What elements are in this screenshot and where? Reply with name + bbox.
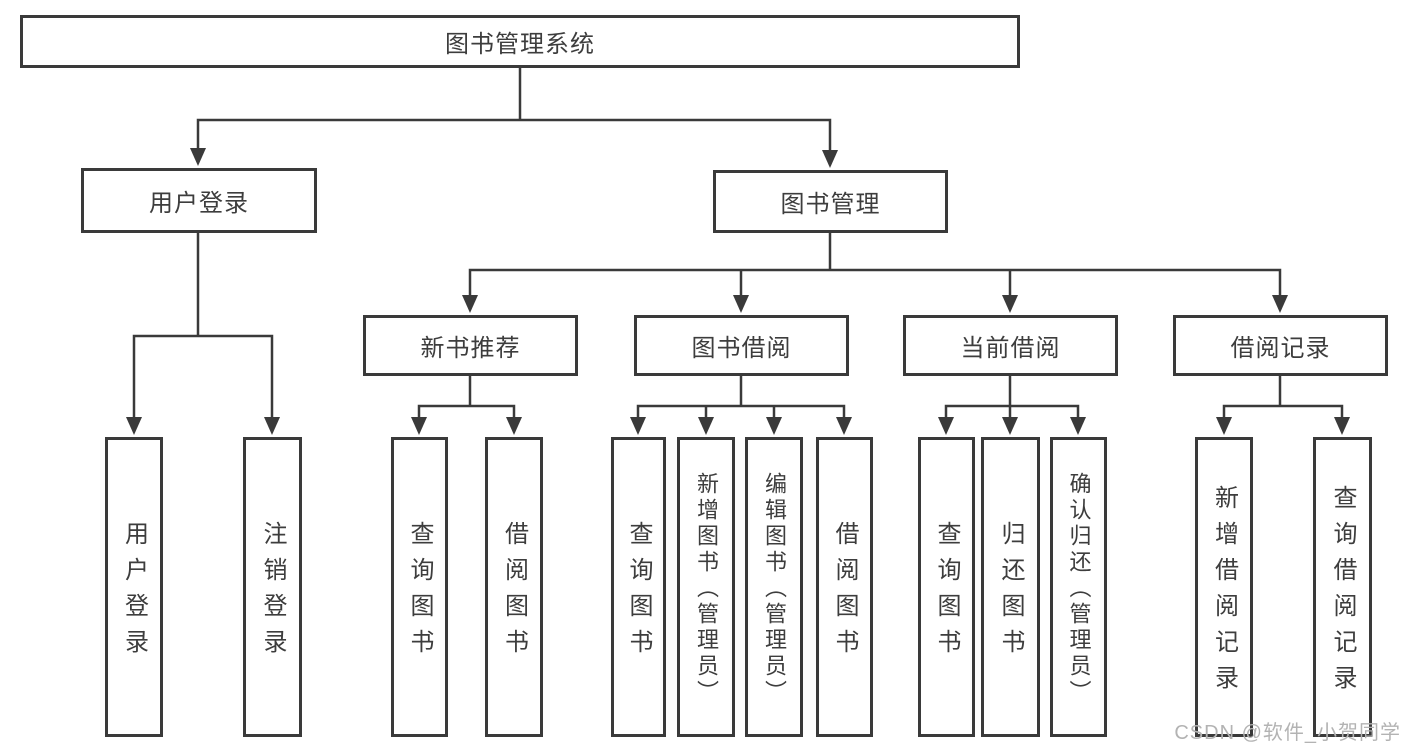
connector-currentborrow-to-leaves (944, 374, 1080, 420)
connector-root-to-level2 (196, 66, 832, 153)
connector-bookborrow-to-leaves (636, 374, 846, 420)
node-book-management: 图书管理 (713, 170, 948, 233)
node-current-borrowing-label: 当前借阅 (960, 335, 1061, 362)
node-book-borrowing: 图书借阅 (634, 315, 849, 376)
connector-newbook-to-leaves (417, 374, 516, 420)
leaf-borrow-books-2-label: 借阅图书 (831, 521, 858, 665)
leaf-borrow-books-1-label: 借阅图书 (500, 521, 528, 665)
leaf-query-books-1: 查询图书 (391, 437, 448, 737)
leaf-query-books-3-label: 查询图书 (933, 521, 960, 665)
leaf-logout: 注销登录 (243, 437, 302, 737)
leaf-query-books-3: 查询图书 (918, 437, 975, 737)
leaf-query-borrow-record: 查询借阅记录 (1313, 437, 1372, 737)
node-book-borrowing-label: 图书借阅 (691, 335, 792, 362)
connector-borrowrecord-to-leaves (1222, 374, 1344, 420)
leaf-user-login-label: 用户登录 (120, 521, 148, 665)
leaf-edit-books-admin-label: 编辑图书（管理员） (762, 472, 787, 706)
node-root-label: 图书管理系统 (445, 31, 595, 58)
leaf-user-login: 用户登录 (105, 437, 163, 737)
leaf-query-borrow-record-label: 查询借阅记录 (1329, 485, 1356, 701)
node-root-library-system: 图书管理系统 (20, 15, 1020, 68)
csdn-watermark: CSDN @软件_小贺同学 (1174, 722, 1401, 744)
leaf-query-books-1-label: 查询图书 (406, 521, 433, 665)
node-user-login: 用户登录 (81, 168, 317, 233)
leaf-confirm-return-admin-label: 确认归还（管理员） (1066, 472, 1092, 706)
node-borrowing-records-label: 借阅记录 (1230, 335, 1331, 362)
arrowheads (126, 148, 1350, 435)
leaf-return-books: 归还图书 (981, 437, 1040, 737)
leaf-confirm-return-admin: 确认归还（管理员） (1050, 437, 1107, 737)
leaf-return-books-label: 归还图书 (997, 521, 1024, 665)
leaf-add-books-admin-label: 新增图书（管理员） (694, 472, 719, 706)
leaf-add-borrow-record-label: 新增借阅记录 (1210, 485, 1238, 701)
node-borrowing-records: 借阅记录 (1173, 315, 1388, 376)
node-current-borrowing: 当前借阅 (903, 315, 1118, 376)
leaf-add-books-admin: 新增图书（管理员） (677, 437, 735, 737)
node-book-management-label: 图书管理 (780, 191, 881, 218)
leaf-query-books-2: 查询图书 (611, 437, 666, 737)
node-new-book-recommend-label: 新书推荐 (420, 335, 521, 362)
leaf-add-borrow-record: 新增借阅记录 (1195, 437, 1253, 737)
node-user-login-label: 用户登录 (149, 190, 249, 217)
leaf-borrow-books-1: 借阅图书 (485, 437, 543, 737)
node-new-book-recommend: 新书推荐 (363, 315, 578, 376)
leaf-borrow-books-2: 借阅图书 (816, 437, 873, 737)
leaf-edit-books-admin: 编辑图书（管理员） (745, 437, 803, 737)
leaf-query-books-2-label: 查询图书 (625, 521, 652, 665)
connector-userlogin-to-leaves (132, 231, 274, 420)
leaf-logout-label: 注销登录 (259, 521, 286, 665)
connector-bookmgmt-to-level3 (468, 231, 1282, 298)
